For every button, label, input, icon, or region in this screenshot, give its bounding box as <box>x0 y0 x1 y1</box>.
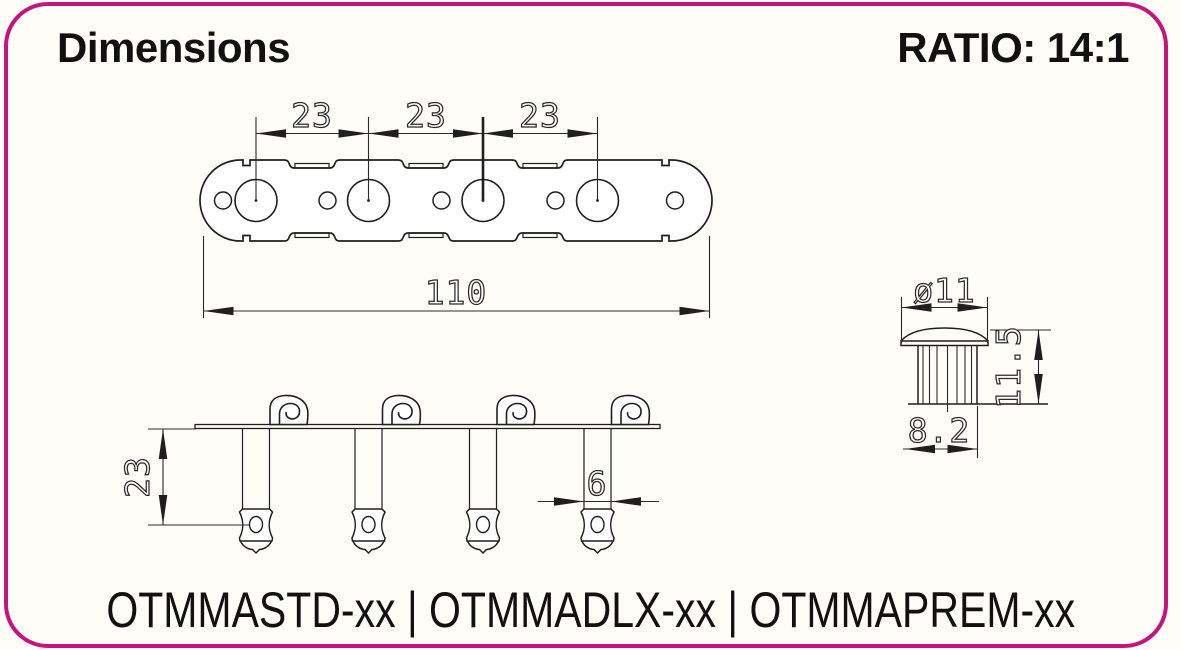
dim-label-knob-height: 11.5 <box>989 325 1028 408</box>
dim-label-post-length: 23 <box>118 456 157 498</box>
dim-knob-width: 8.2 <box>903 406 979 458</box>
dim-label-post-width: 6 <box>587 464 608 503</box>
plate-outline <box>199 159 713 242</box>
dim-label-knob-width: 8.2 <box>908 411 971 450</box>
dim-knob-height: 11.5 <box>988 325 1051 409</box>
model-numbers-text: OTMMASTD-xx | OTMMADLX-xx | OTMMAPREM-xx <box>106 582 1076 638</box>
ratio-label: RATIO: 14:1 <box>897 24 1129 71</box>
knob-detail-view: ø11 11.5 8.2 <box>900 270 1051 458</box>
knob-body <box>908 345 1048 412</box>
dim-label-spacing-1: 23 <box>291 96 333 135</box>
dim-post-length: 23 <box>117 428 249 526</box>
dim-label-spacing-3: 23 <box>519 96 561 135</box>
dim-label-knob-diameter: ø11 <box>913 271 976 310</box>
dim-post-width: 6 <box>538 463 659 506</box>
dim-knob-diameter: ø11 <box>900 270 989 343</box>
tuner-post-3 <box>465 394 536 554</box>
dim-label-spacing-2: 23 <box>405 96 447 135</box>
tuner-side-view: 23 6 <box>117 394 661 554</box>
page-title: Dimensions <box>57 24 291 71</box>
plate-edge-bar <box>194 423 661 430</box>
dim-overall-length: 110 <box>202 236 711 318</box>
tuner-post-1 <box>238 394 309 554</box>
tuner-post-2 <box>351 394 422 554</box>
dim-hole-spacing: 23 23 23 <box>255 95 599 201</box>
knob-cap-dome <box>900 327 989 342</box>
dim-label-overall-length: 110 <box>425 273 488 312</box>
model-numbers: OTMMASTD-xx | OTMMADLX-xx | OTMMAPREM-xx <box>0 581 1181 639</box>
plate-edge-tabs <box>294 162 558 239</box>
screw-holes <box>213 191 685 210</box>
knob-cap-rim <box>900 340 989 347</box>
plate-top-view: 23 23 23 110 <box>199 95 713 318</box>
